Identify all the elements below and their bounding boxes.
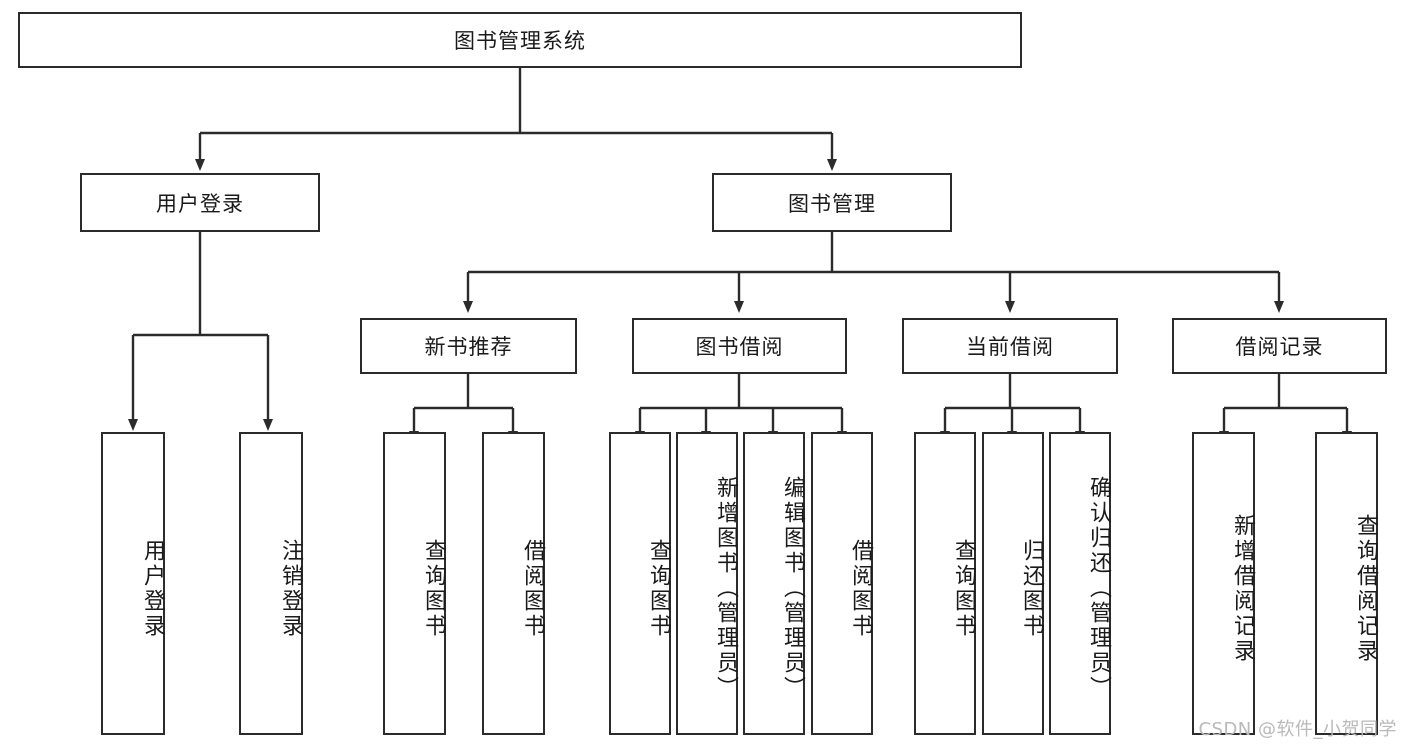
- node-label: 用户登录: [156, 191, 244, 216]
- node-label: 借阅图书: [520, 538, 545, 639]
- node-borrow-record[interactable]: 借阅记录: [1172, 318, 1387, 374]
- node-user-login[interactable]: 用户登录: [80, 173, 320, 232]
- node-label: 图书管理系统: [454, 29, 586, 53]
- leaf-record-query[interactable]: 查询借阅记录: [1315, 432, 1378, 735]
- leaf-borrow-borrow-book[interactable]: 借阅图书: [811, 432, 873, 735]
- node-book-management[interactable]: 图书管理: [712, 173, 952, 232]
- node-new-book-recommend[interactable]: 新书推荐: [360, 318, 577, 374]
- node-label: 图书管理: [788, 191, 876, 216]
- leaf-current-confirm-return[interactable]: 确认归还（管理员）: [1049, 432, 1111, 735]
- node-label: 用户登录: [140, 538, 165, 639]
- leaf-record-add[interactable]: 新增借阅记录: [1192, 432, 1255, 735]
- node-label: 新增借阅记录: [1230, 513, 1255, 664]
- leaf-current-return-book[interactable]: 归还图书: [982, 432, 1044, 735]
- node-label: 借阅图书: [848, 538, 873, 639]
- leaf-current-query-book[interactable]: 查询图书: [914, 432, 976, 735]
- node-label: 查询图书: [421, 538, 446, 639]
- leaf-borrow-add-book[interactable]: 新增图书（管理员）: [676, 432, 738, 735]
- node-label: 当前借阅: [966, 335, 1054, 359]
- node-label: 新书推荐: [424, 335, 513, 359]
- node-current-borrow[interactable]: 当前借阅: [902, 318, 1118, 374]
- leaf-borrow-edit-book[interactable]: 编辑图书（管理员）: [743, 432, 805, 735]
- node-label: 编辑图书（管理员）: [780, 476, 805, 701]
- leaf-new-book-borrow[interactable]: 借阅图书: [482, 432, 545, 735]
- node-label: 归还图书: [1019, 538, 1044, 639]
- leaf-borrow-query-book[interactable]: 查询图书: [609, 432, 671, 735]
- watermark-text: CSDN @软件_小贺同学: [1198, 719, 1397, 740]
- leaf-user-login-logout[interactable]: 注销登录: [239, 432, 303, 735]
- leaf-user-login-login[interactable]: 用户登录: [101, 432, 165, 735]
- node-label: 注销登录: [278, 538, 303, 639]
- node-root-system[interactable]: 图书管理系统: [18, 12, 1022, 68]
- node-label: 查询图书: [646, 538, 671, 639]
- node-label: 新增图书（管理员）: [713, 476, 738, 701]
- node-label: 查询图书: [951, 538, 976, 639]
- node-book-borrow[interactable]: 图书借阅: [632, 318, 847, 374]
- node-label: 确认归还（管理员）: [1086, 476, 1111, 701]
- leaf-new-book-query[interactable]: 查询图书: [383, 432, 446, 735]
- node-label: 借阅记录: [1235, 335, 1324, 359]
- node-label: 图书借阅: [695, 335, 784, 359]
- node-label: 查询借阅记录: [1353, 513, 1378, 664]
